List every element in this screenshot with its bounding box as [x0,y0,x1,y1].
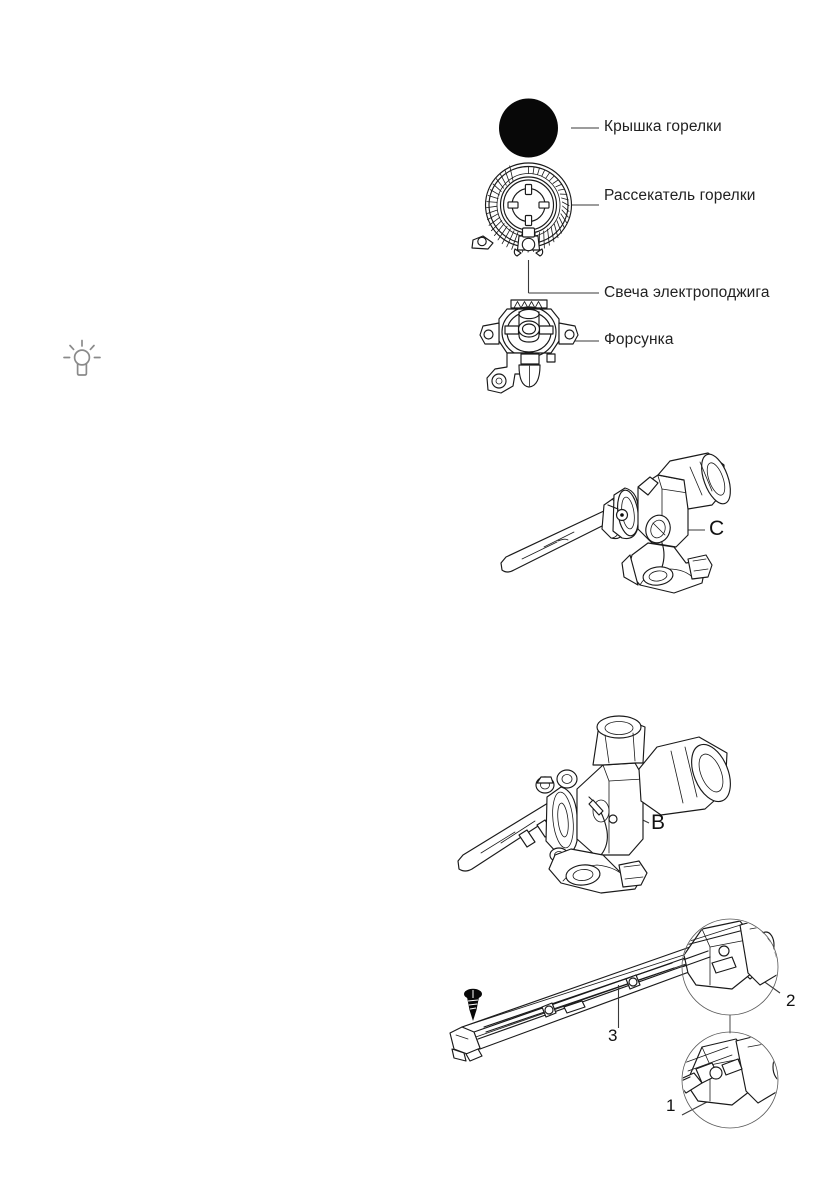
detail-spark-plug [682,1046,743,1094]
tap-bracket [621,542,713,594]
tap-body-b [576,715,731,856]
burner-cap-part [499,98,558,158]
label-burner-diffuser: Рассекатель горелки [604,187,756,204]
callout-number-1: 1 [666,1096,676,1115]
lightbulb-tip-icon [62,338,102,380]
tap-linkage-b [588,796,618,856]
spark-plug-boss [513,227,544,257]
detail-circle-lower [681,1031,779,1129]
callout-letter-c: C [709,517,725,540]
tap-screw-c [645,514,671,544]
rail-gas-tube [483,962,675,1033]
label-spark-plug: Свеча электроподжига [604,284,770,301]
tap-linkage [661,542,665,568]
burner-exploded-view [455,88,839,408]
tap-bosses-b [535,769,578,794]
gas-tap-assembly-c [462,443,752,613]
gas-tap-assembly-b [443,693,743,894]
label-injector: Форсунка [604,331,674,348]
tap-flange-b [535,769,578,863]
tap-bracket-b [548,848,648,894]
detail-circle-upper [681,918,779,1016]
tap-shaft [500,509,613,573]
rail-screw [462,988,484,1022]
tap-pin [607,504,629,522]
label-burner-cap: Крышка горелки [604,118,722,135]
callout-number-2: 2 [786,991,796,1010]
burner-rail-assembly [440,915,785,1130]
tap-body [637,452,731,548]
callout-number-3: 3 [608,1026,618,1045]
injector-part [479,299,579,394]
tap-shaft-b [457,802,556,872]
callout-letter-b: B [651,811,666,834]
burner-diffuser-part [471,162,573,257]
